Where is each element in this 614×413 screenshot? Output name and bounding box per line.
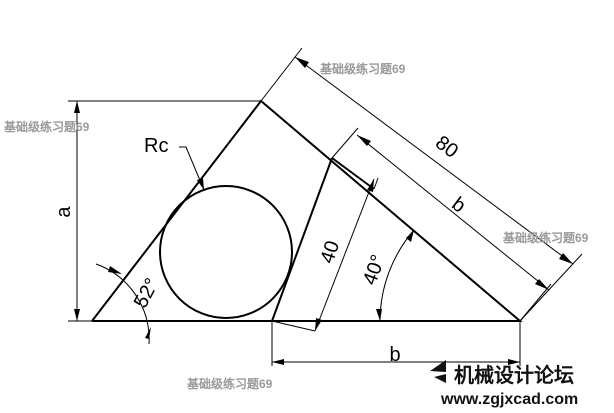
logo-name: 机械设计论坛 xyxy=(454,363,574,387)
dim-b-slant-arrow-end xyxy=(535,279,549,290)
dim-40-arrow-top xyxy=(367,179,374,192)
dim-40-ext-bottom xyxy=(271,320,316,332)
label-80: 80 xyxy=(431,132,462,163)
label-40: 40 xyxy=(316,238,344,266)
leader-rc: Rc xyxy=(144,135,205,191)
dim-40-arrow-bottom xyxy=(315,318,322,331)
watermark-right: 基础级练习题69 xyxy=(502,230,589,245)
dim-b-slant-line xyxy=(356,134,550,291)
inner-top-segment xyxy=(331,157,375,190)
dim-b-bottom-arrow-right xyxy=(508,359,520,365)
dim-40-line xyxy=(314,178,375,332)
triangle-outline xyxy=(91,99,523,322)
dim-80-ext-bottom xyxy=(519,253,583,322)
angle-52-arrow-top xyxy=(108,266,122,274)
dimension-b-bottom: b xyxy=(271,321,521,366)
dim-40-ext-top xyxy=(373,177,379,190)
logo-mark-icon xyxy=(430,360,446,383)
angle-40-arrow-bottom xyxy=(376,309,382,321)
watermarks: 基础级练习题69 基础级练习题69 基础级练习题69 基础级练习题69 xyxy=(3,61,589,391)
angle-40-arc xyxy=(379,229,415,322)
dim-80-arrow-start xyxy=(295,57,309,68)
watermark-top: 基础级练习题69 xyxy=(319,61,406,76)
dimension-40: 40 xyxy=(271,177,379,332)
dimension-a: a xyxy=(53,100,261,322)
inner-slanted-line xyxy=(271,157,333,322)
rc-leader-arrow xyxy=(197,178,204,190)
watermark-left: 基础级练习题69 xyxy=(3,119,90,134)
main-triangle xyxy=(91,99,523,322)
dim-b-bottom-arrow-left xyxy=(272,359,284,365)
label-rc: Rc xyxy=(144,135,168,157)
watermark-bottom: 基础级练习题69 xyxy=(186,376,273,391)
angle-40-arrow-top xyxy=(406,230,414,242)
site-logo: 机械设计论坛 www.zgjxcad.com xyxy=(430,360,578,408)
dim-80-line xyxy=(294,56,574,265)
dim-80-ext-top xyxy=(260,47,303,102)
dim-a-arrow-bottom xyxy=(74,309,80,321)
label-b-slanted: b xyxy=(448,193,470,217)
dim-b-ext-top xyxy=(331,127,359,159)
dimension-80: 80 xyxy=(260,47,583,322)
dim-b-slant-arrow-start xyxy=(357,135,371,146)
dim-a-arrow-top xyxy=(74,101,80,113)
label-a: a xyxy=(53,206,75,218)
label-52: 52° xyxy=(130,275,164,312)
dim-80-arrow-end xyxy=(559,253,573,264)
inscribed-circle xyxy=(159,185,293,319)
angle-52-arrow-bottom xyxy=(145,327,151,339)
rc-leader-line xyxy=(179,146,205,191)
label-b-bottom: b xyxy=(389,344,400,366)
logo-url: www.zgjxcad.com xyxy=(440,391,578,408)
dim-b-ext-bottom xyxy=(519,283,552,322)
angle-40: 40° xyxy=(359,229,415,322)
